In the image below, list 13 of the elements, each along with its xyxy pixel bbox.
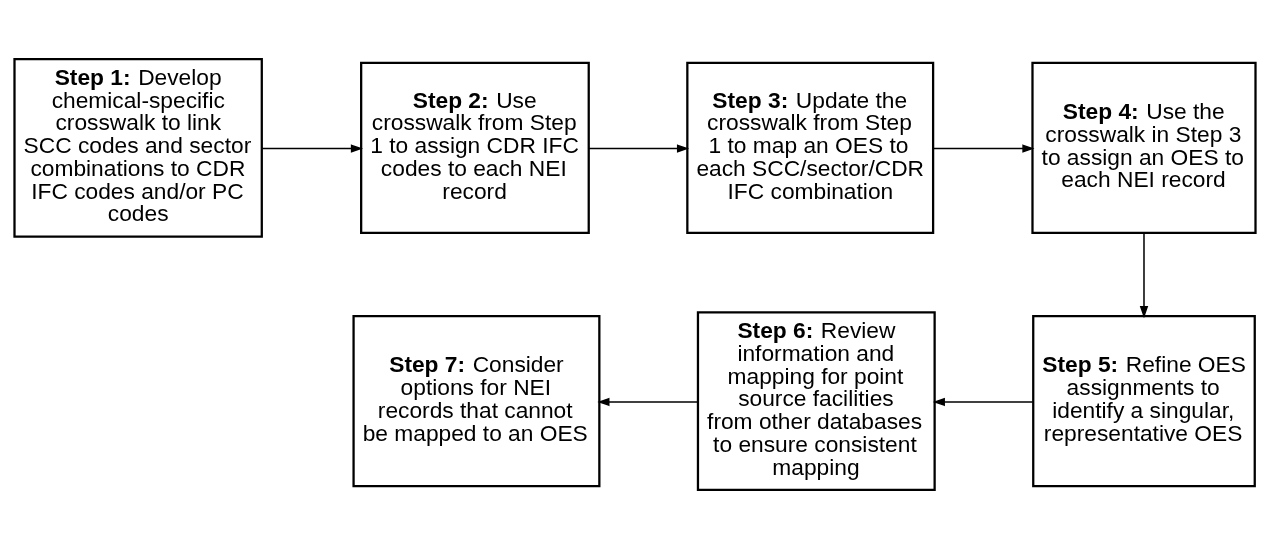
node-box: Step 6: Review information and mapping for point source facilities from other databases to ensure consistent mapping xyxy=(696,310,936,491)
node-box: Step 2: Use crosswalk from Step 1 to assign CDR IFC codes to each NEI record xyxy=(360,61,590,234)
node-box: Step 1: Develop chemical-specific crosswalk to link SCC codes and sector combinations to CDR IFC codes and/or PC codes xyxy=(13,57,263,238)
node-box: Step 4: Use the crosswalk in Step 3 to assign an OES to each NEI record xyxy=(1031,61,1257,234)
arrow xyxy=(261,143,364,153)
node-box: Step 3: Update the crosswalk from Step 1 to map an OES to each SCC/sector/CDR IFC combination xyxy=(686,61,935,234)
arrow xyxy=(932,143,1035,153)
arrow xyxy=(588,143,690,153)
arrow xyxy=(597,397,699,406)
node-box: Step 7: Consider options for NEI records that cannot be mapped to an OES xyxy=(352,314,601,487)
arrow xyxy=(932,397,1034,406)
node-box: Step 5: Refine OES assignments to identify a singular, representative OES xyxy=(1032,314,1256,487)
arrow xyxy=(1139,231,1149,318)
